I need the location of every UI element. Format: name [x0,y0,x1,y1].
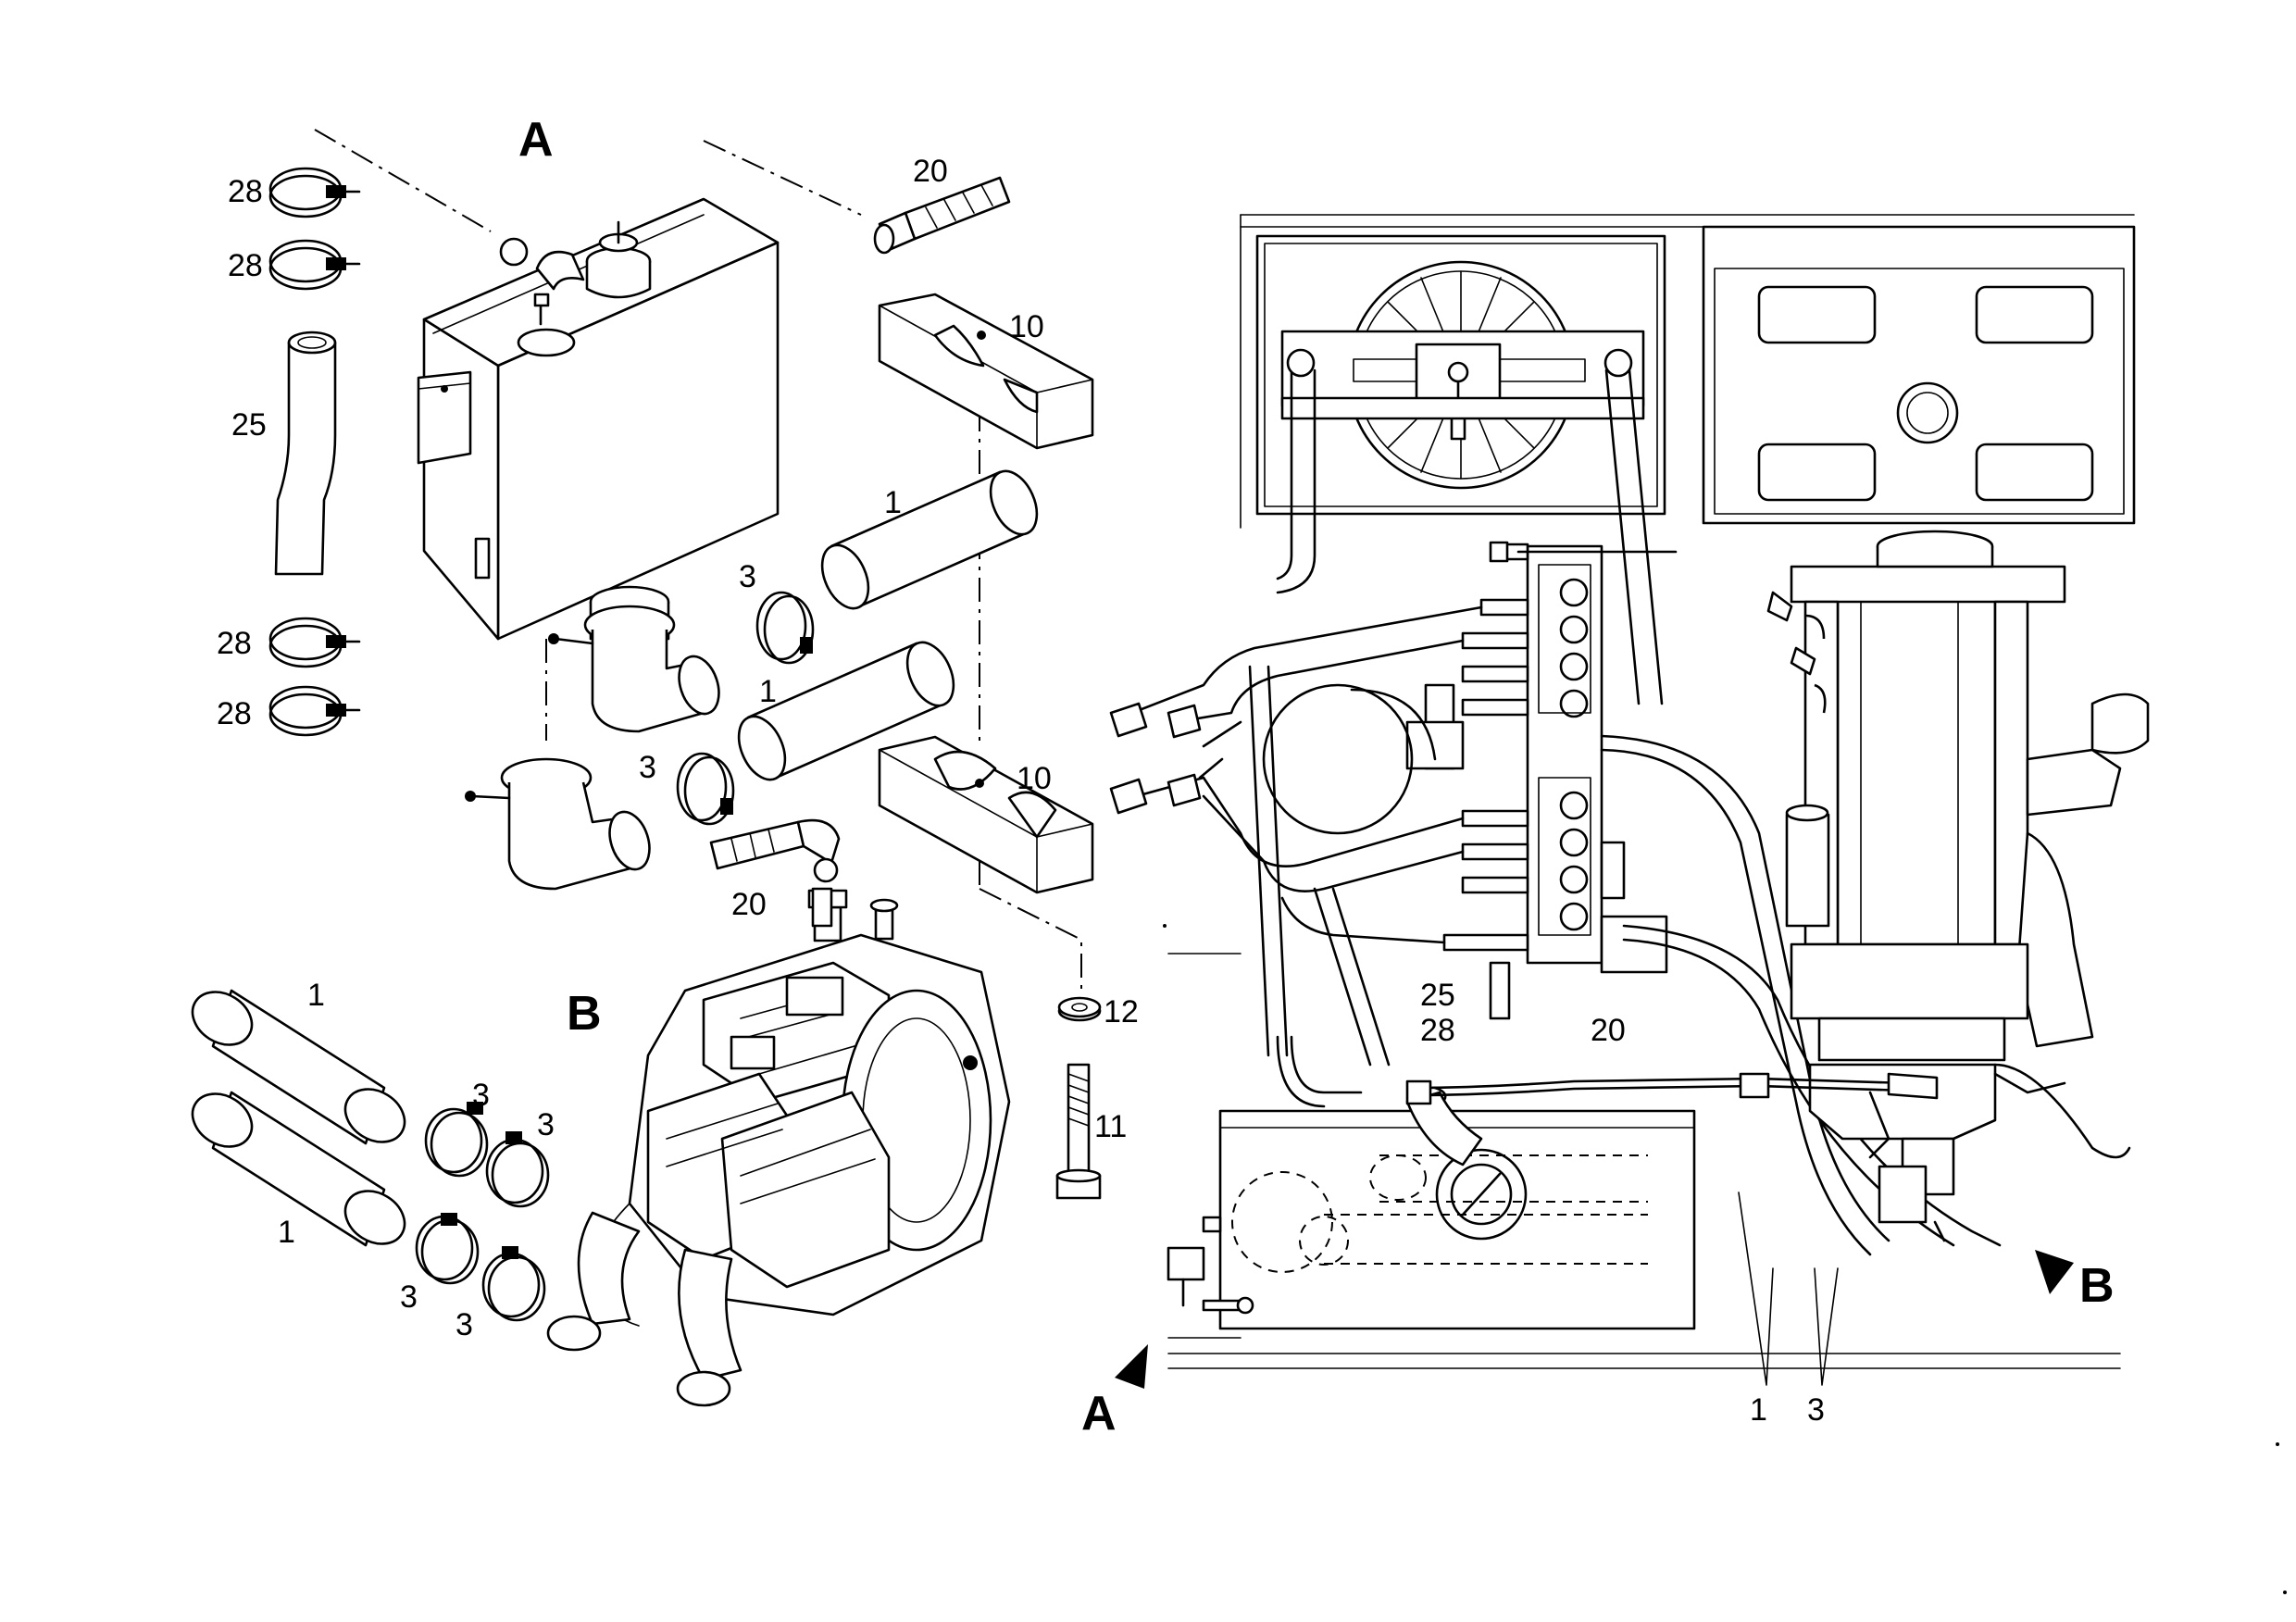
callout-3-installed: 3 [1807,1392,1825,1428]
hydraulic-lines-left [1109,605,1483,1067]
left-callouts: 28 28 25 28 28 20 10 1 3 1 3 10 20 12 11… [217,154,1139,1342]
callout-leaders-1-3 [1738,1192,1839,1386]
hose-clamps-3-lower [415,1102,550,1322]
line-20-installed [1405,1072,1939,1105]
hydraulic-pump-assembly [546,887,1011,1407]
clamp-block-upper [878,293,1094,450]
tube-1-lower-b [191,1091,406,1247]
vehicle-frame [1167,214,2135,1369]
callout-12: 12 [1104,994,1139,1029]
callout-10-b: 10 [1017,761,1052,796]
hose-clamps-28 [268,167,361,737]
svg-text:A: A [1081,1387,1117,1441]
elbow-fitting-lower [465,757,651,891]
callout-25-installed: 25 [1420,978,1455,1013]
tube-1-upper-b [737,641,955,781]
hose-fitting-upper [873,176,1011,255]
callout-3-a: 3 [739,559,756,594]
callout-3-e: 3 [400,1279,418,1315]
callout-25: 25 [231,407,267,443]
callout-1-installed: 1 [1750,1392,1767,1428]
hose-fitting-lower [709,818,841,883]
callout-20-b: 20 [731,887,767,922]
callout-11: 11 [1094,1109,1127,1144]
callout-1-c: 1 [307,978,325,1013]
hose-clamps-3-upper [676,591,815,826]
callout-1-a: 1 [884,485,902,520]
callout-3-d: 3 [537,1107,555,1142]
section-marker-a: A [1081,1344,1148,1441]
elbow-fitting-upper [548,605,720,733]
tube-1-lower-a [191,989,406,1145]
callout-28-c: 28 [217,626,252,661]
callout-28-b: 28 [228,248,263,283]
callout-20-installed: 20 [1591,1013,1626,1048]
callout-28-installed: 28 [1420,1013,1455,1048]
callout-28-a: 28 [228,174,263,209]
section-marker-b: B [2035,1250,2115,1313]
tube-1-upper-a [820,469,1039,610]
motor-unit [1766,530,2150,1242]
reservoir-installed [1167,1086,1696,1330]
reservoir-tank [417,197,780,641]
callout-3-b: 3 [639,750,656,785]
callout-28-d: 28 [217,696,252,731]
clamp-block-lower [878,735,1094,894]
callout-1-b: 1 [759,674,777,709]
callout-3-c: 3 [472,1078,490,1113]
svg-text:B: B [2079,1259,2115,1313]
flexible-hose-25 [274,331,337,576]
right-callouts: 25 28 20 1 3 [1420,978,1825,1428]
callout-1-d: 1 [278,1215,295,1250]
control-valve-block [1405,541,1678,1020]
radiator-panel [1255,234,1666,516]
callout-3-f: 3 [455,1307,473,1342]
radiator-hoses [1276,348,1664,705]
edge-marks [1163,924,2287,1594]
callout-20-a: 20 [913,154,948,189]
bolt-11 [1055,1063,1102,1200]
view-label-b: B [567,987,602,1041]
assembly-leader-lines [314,129,1082,991]
washer-12 [1057,996,1102,1022]
side-panel [1702,225,2136,525]
callout-10-a: 10 [1009,309,1044,344]
view-label-a: A [518,113,554,167]
